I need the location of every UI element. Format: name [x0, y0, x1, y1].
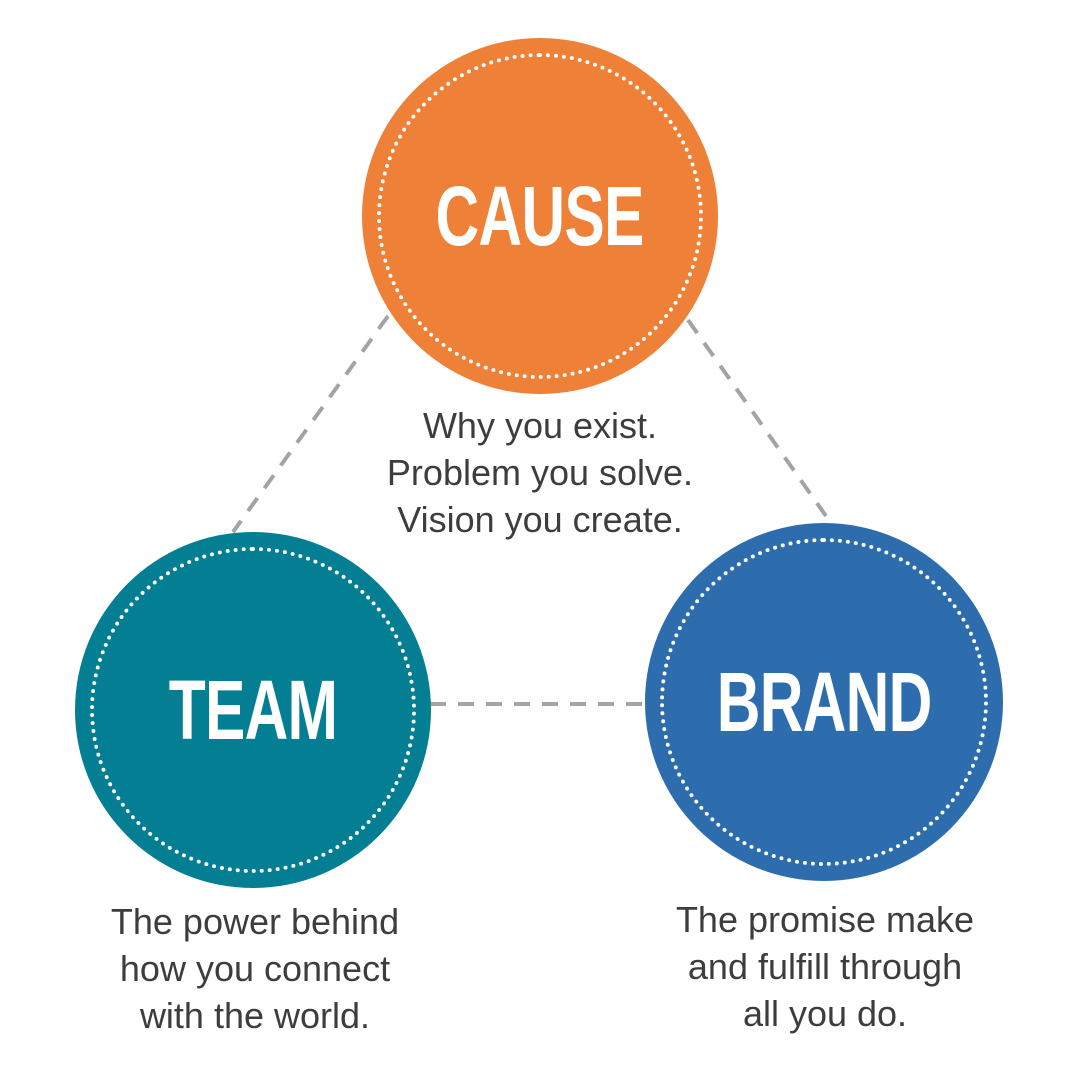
brand-caption-line: all you do.	[742, 993, 908, 1034]
team-caption-line: The power behind	[110, 901, 400, 942]
cause-caption-line: Vision you create.	[397, 499, 683, 540]
brand-circle: BRAND	[645, 523, 1003, 881]
cause-label: CAUSE	[435, 169, 645, 263]
cause-circle: CAUSE	[362, 38, 718, 394]
brand-caption: The promise make and fulfill through all…	[620, 896, 1030, 1037]
team-dotted-ring	[90, 547, 416, 873]
cause-dotted-ring	[377, 53, 703, 379]
team-circle: TEAM	[75, 532, 431, 888]
team-caption-line: with the world.	[139, 995, 371, 1036]
brand-caption-line: and fulfill through	[687, 946, 963, 987]
brand-dotted-ring	[660, 538, 988, 866]
team-caption-line: how you connect	[119, 948, 391, 989]
cause-caption-line: Why you exist.	[422, 405, 658, 446]
team-label: TEAM	[168, 663, 338, 757]
brand-caption-line: The promise make	[675, 899, 975, 940]
brand-label: BRAND	[716, 655, 933, 749]
connector-cause-brand	[686, 318, 828, 518]
cause-caption-line: Problem you solve.	[386, 452, 694, 493]
cause-caption: Why you exist. Problem you solve. Vision…	[340, 402, 740, 543]
team-caption: The power behind how you connect with th…	[50, 898, 460, 1039]
